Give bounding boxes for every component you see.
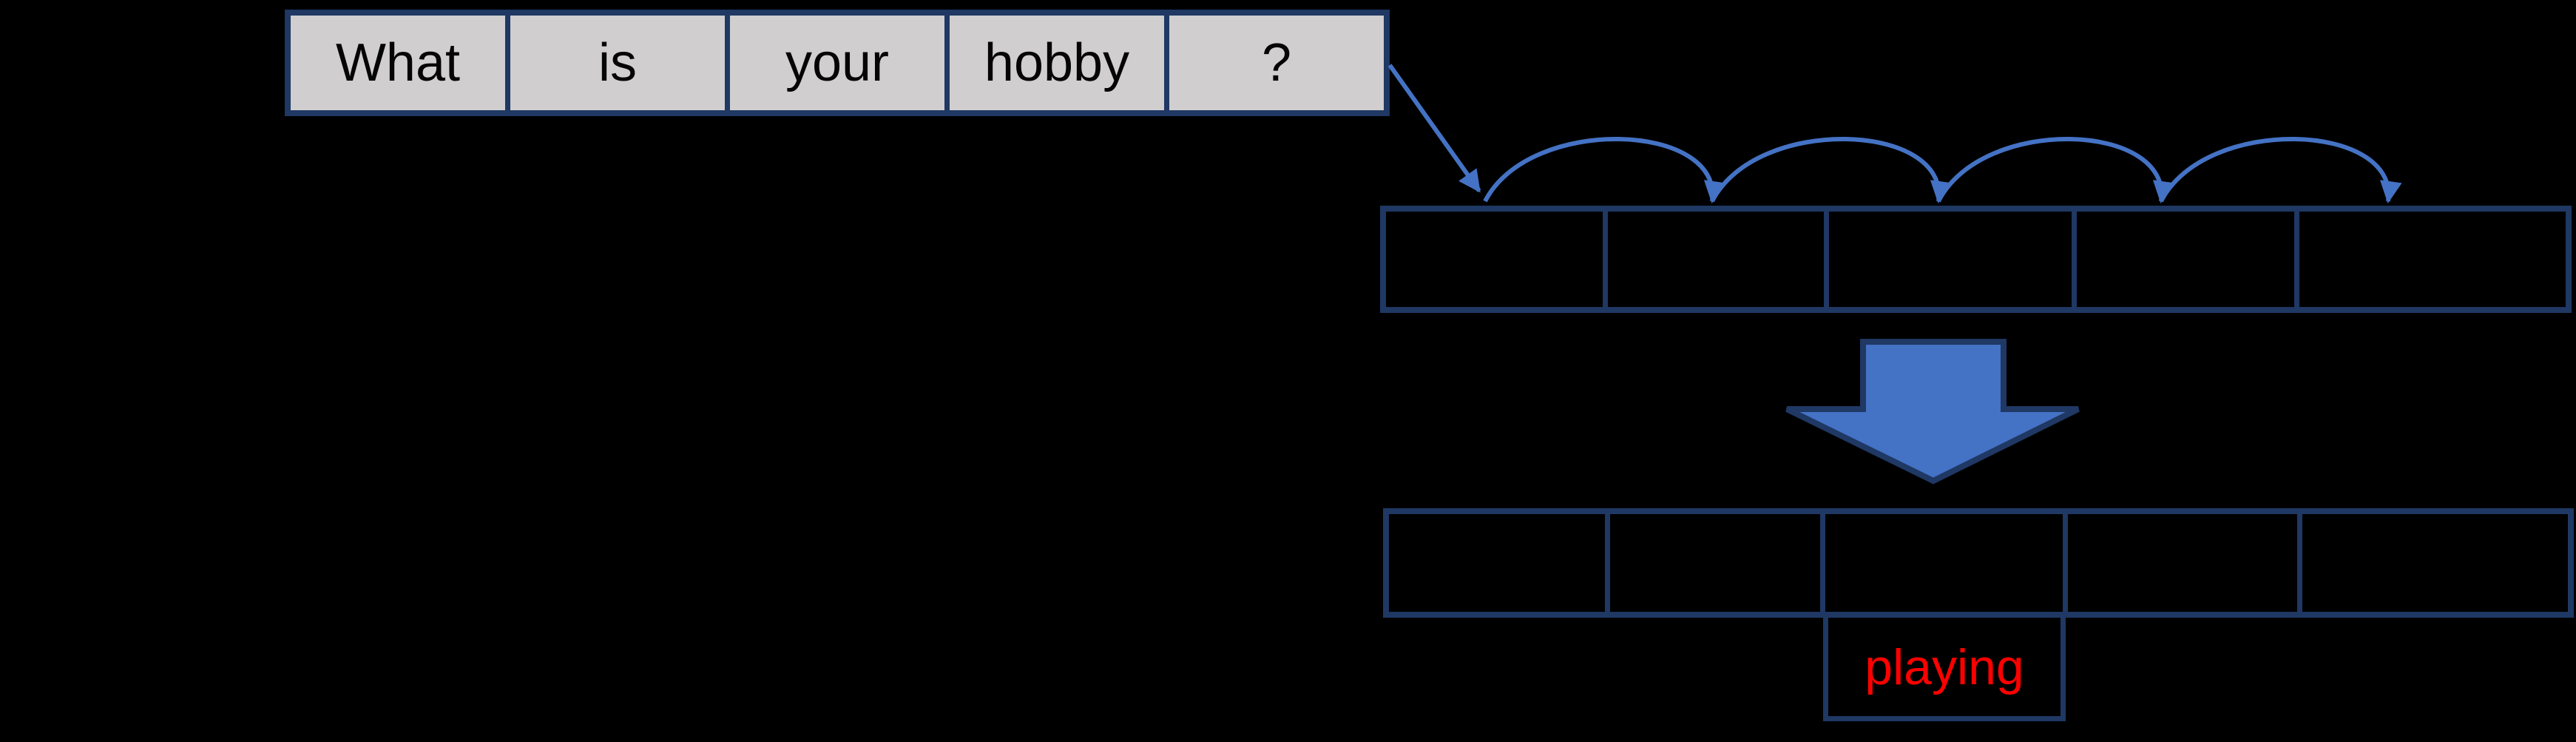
hidden-cell (1823, 212, 2072, 307)
block-down-arrow-icon (1785, 339, 2080, 485)
word-cell-hobby: hobby (944, 16, 1164, 110)
output-cell (1604, 514, 1820, 612)
hop-arc-3-icon (1936, 136, 2175, 203)
output-cell (1819, 514, 2063, 612)
word-cell-what: What (291, 16, 505, 110)
hidden-cell (2072, 212, 2294, 307)
hidden-state-row (1380, 206, 2572, 313)
hop-arc-4-icon (2159, 136, 2402, 203)
sentence-table: What is your hobby ? (285, 10, 1390, 116)
prediction-cell: playing (1823, 618, 2066, 721)
output-cell (2062, 514, 2297, 612)
output-cell (1389, 514, 1605, 612)
word-cell-qmark: ? (1164, 16, 1384, 110)
hidden-cell (1386, 212, 1603, 307)
hop-arc-1-icon (1483, 136, 1726, 203)
prediction-label: playing (1865, 638, 2024, 695)
word-cell-your: your (725, 16, 944, 110)
word-cell-is: is (505, 16, 725, 110)
output-row (1383, 508, 2574, 618)
output-cell (2297, 514, 2568, 612)
hop-arc-2-icon (1710, 136, 1953, 203)
hidden-cell (1602, 212, 1824, 307)
sentence-to-cells-arrow-icon (1387, 64, 1481, 193)
hidden-cell (2294, 212, 2566, 307)
